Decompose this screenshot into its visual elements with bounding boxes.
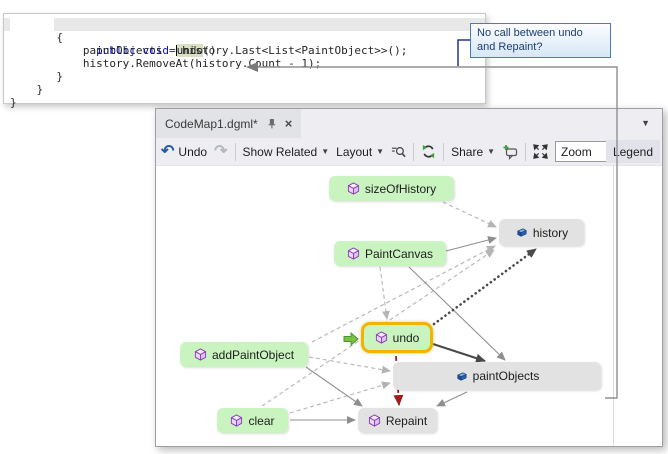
code-line: } [10,70,63,83]
field-icon [517,228,527,237]
node-label: PaintCanvas [364,246,434,261]
code-line: paintObjects = history.Last<List<PaintOb… [10,44,408,57]
method-icon [347,182,359,195]
node-paintcanvas[interactable]: PaintCanvas [334,241,446,266]
graph-edges: ? [261,201,538,424]
node-label: Repaint [385,413,428,428]
method-icon [194,348,207,361]
toolbar-separator [443,142,445,161]
document-tab-strip: CodeMap1.dgml* × ▼ [156,109,662,138]
code-gutter-highlight [10,18,54,31]
highlighted-symbol-undo: undo [176,44,204,57]
redo-arrow-icon: ↷ [214,142,228,160]
node-label: sizeOfHistory [364,181,437,196]
method-icon [347,247,360,260]
toolbar-separator [234,142,236,161]
zoom-to-fit-icon [533,144,548,159]
code-line-method-signature: public void undo() [4,18,485,57]
map-toolbar: ↶ Undo ↷ Show Related ▼ Layout ▼ [156,138,662,166]
tab-list-dropdown-icon[interactable]: ▼ [641,118,650,128]
code-map-window: CodeMap1.dgml* × ▼ ↶ Undo ↷ [155,108,663,447]
text-caret [175,45,177,56]
node-undo[interactable]: undo [361,322,433,353]
new-comment-button[interactable] [502,144,518,160]
edge-sizeofhistory-history [442,201,497,228]
current-context-pointer-icon [343,331,359,351]
tab-codemap1-dgml[interactable]: CodeMap1.dgml* × [156,109,302,138]
close-icon[interactable]: × [284,116,293,131]
code-line-removeat: history.RemoveAt(history.Count - 1); [10,57,322,70]
node-label: addPaintObject [211,347,295,362]
undo-button[interactable]: ↶ Undo [161,142,208,160]
find-icon [392,147,406,158]
field-icon [457,371,467,381]
code-line: { [10,31,63,44]
code-signature-suffix: () [203,44,217,57]
map-client-area: ? sizeOfHistory history PaintCanvas [156,166,662,446]
node-history[interactable]: history [499,219,584,246]
share-button[interactable]: Share ▼ [451,144,496,159]
node-label: undo [392,330,420,345]
method-icon [368,414,380,427]
redo-button[interactable]: ↷ [214,142,228,160]
edge-paintobjects-repaint [436,391,468,407]
chevron-down-icon: ▼ [321,147,330,156]
legend-button[interactable]: Legend [605,140,660,163]
method-icon [375,331,387,344]
zoom-to-fit-button[interactable] [533,144,548,159]
layout-button[interactable]: Layout ▼ [336,144,385,159]
legend-panel-divider [613,166,614,446]
tab-title: CodeMap1.dgml* [165,116,258,131]
undo-arrow-icon: ↶ [161,142,175,160]
find-in-map-button[interactable] [391,144,406,159]
node-repaint[interactable]: Repaint [358,408,437,433]
code-line: } [10,96,17,109]
show-related-button[interactable]: Show Related ▼ [242,144,330,159]
refresh-button[interactable] [421,144,436,159]
node-label: clear [248,413,275,428]
node-addpaintobject[interactable]: addPaintObject [180,342,308,367]
chevron-down-icon: ▼ [376,147,385,156]
code-keyword: public void [96,44,176,57]
edge-paintcanvas-undo [379,266,390,320]
node-paintobjects[interactable]: paintObjects [393,362,601,390]
graph-canvas[interactable]: ? sizeOfHistory history PaintCanvas [156,166,613,446]
method-icon [231,414,243,427]
refresh-icon [422,144,435,159]
edge-undo-paintobjects [432,343,486,363]
toolbar-separator [525,142,527,161]
edge-undo-history [432,247,538,326]
new-comment-icon [503,144,518,160]
edge-addpaintobject-paintobjects [308,356,391,374]
pin-icon[interactable] [265,117,278,130]
code-line: } [10,83,44,96]
node-label: history [532,225,569,240]
toolbar-separator [413,142,415,161]
chevron-down-icon: ▼ [487,147,496,156]
node-clear[interactable]: clear [217,408,288,433]
code-editor-window[interactable]: public void undo() { paintObjects = hist… [3,13,486,109]
annotation-comment-box[interactable]: No call between undo and Repaint? [470,23,611,58]
node-sizeofhistory[interactable]: sizeOfHistory [329,176,454,201]
node-label: paintObjects [472,369,540,383]
